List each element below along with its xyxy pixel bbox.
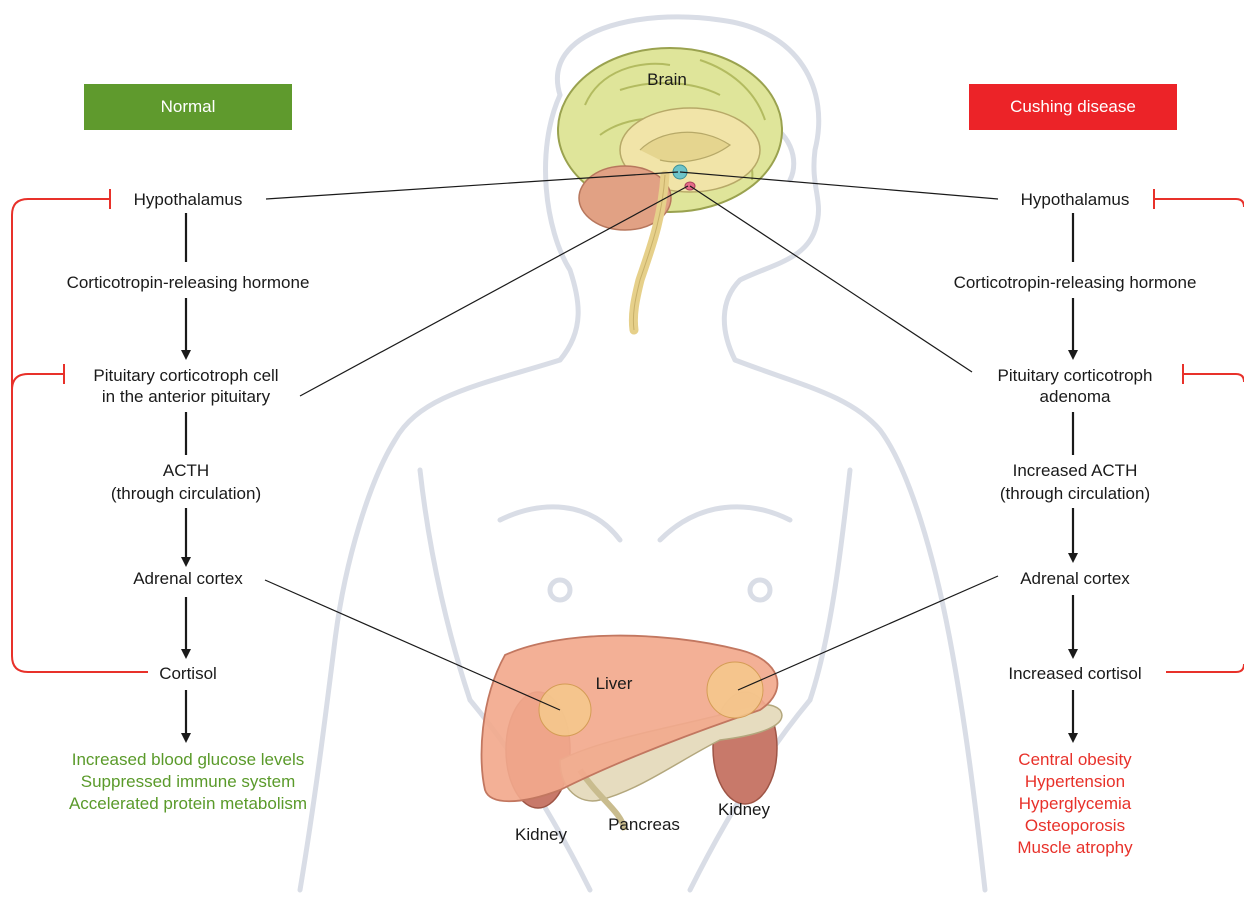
cushing-feedback-to-pituitary — [1183, 374, 1244, 382]
normal-effect-3: Accelerated protein metabolism — [69, 794, 307, 813]
normal-hypothalamus-label: Hypothalamus — [134, 190, 243, 209]
normal-effect-2: Suppressed immune system — [81, 772, 295, 791]
normal-pituitary-label-line2: in the anterior pituitary — [102, 387, 271, 406]
brain-illustration — [558, 48, 782, 330]
connector-normal-adrenal — [265, 580, 560, 710]
cushing-feedback-from-cortisol — [1166, 664, 1244, 672]
cushing-acth-label-line1: Increased ACTH — [1013, 461, 1138, 480]
connector-normal-pituitary — [300, 186, 688, 396]
normal-crh-label: Corticotropin-releasing hormone — [67, 273, 310, 292]
normal-pituitary-label-line1: Pituitary corticotroph cell — [93, 366, 278, 385]
cushing-crh-label: Corticotropin-releasing hormone — [954, 273, 1197, 292]
normal-acth-label-line1: ACTH — [163, 461, 209, 480]
normal-effect-1: Increased blood glucose levels — [72, 750, 304, 769]
cushing-adrenal-label: Adrenal cortex — [1020, 569, 1130, 588]
cushing-header: Cushing disease — [969, 84, 1177, 130]
cushing-effect-5: Muscle atrophy — [1017, 838, 1133, 857]
cushing-cortisol-label: Increased cortisol — [1008, 664, 1141, 683]
cushing-effect-3: Hyperglycemia — [1019, 794, 1132, 813]
cushing-feedback-lines — [1154, 189, 1244, 672]
feedback-line-to-hypothalamus — [12, 199, 148, 672]
normal-acth-label-line2: (through circulation) — [111, 484, 261, 503]
feedback-line-to-pituitary — [12, 374, 64, 390]
cushing-effect-4: Osteoporosis — [1025, 816, 1125, 835]
normal-adrenal-label: Adrenal cortex — [133, 569, 243, 588]
normal-cortisol-label: Cortisol — [159, 664, 217, 683]
connector-cushing-pituitary — [690, 186, 972, 372]
cushing-acth-label-line2: (through circulation) — [1000, 484, 1150, 503]
cushing-effect-1: Central obesity — [1018, 750, 1132, 769]
cushing-hypothalamus-label: Hypothalamus — [1021, 190, 1130, 209]
connector-cushing-adrenal — [738, 576, 998, 690]
liver-label: Liver — [596, 674, 633, 693]
cushing-feedback-to-hypothalamus — [1154, 199, 1244, 207]
cushing-effect-2: Hypertension — [1025, 772, 1125, 791]
normal-negative-feedback — [12, 189, 148, 672]
kidney-left-label: Kidney — [515, 825, 567, 844]
cushing-pituitary-label-line2: adenoma — [1040, 387, 1111, 406]
brain-label: Brain — [647, 70, 687, 89]
normal-header: Normal — [84, 84, 292, 130]
pancreas-label: Pancreas — [608, 815, 680, 834]
kidney-right-label: Kidney — [718, 800, 770, 819]
cushing-pituitary-label-line1: Pituitary corticotroph — [998, 366, 1153, 385]
